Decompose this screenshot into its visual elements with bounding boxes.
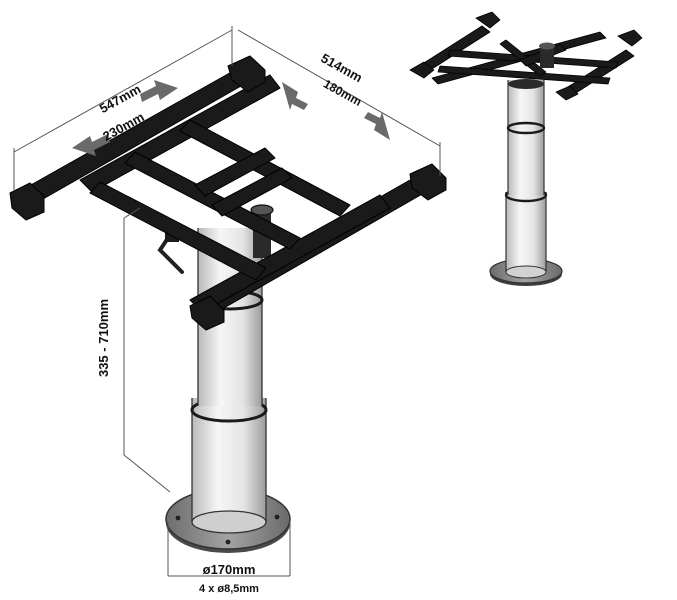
arrow-right-icon xyxy=(140,80,178,102)
mount-hole xyxy=(175,515,181,521)
mount-hole xyxy=(225,539,231,545)
swivel-frame xyxy=(9,55,447,331)
arrow-left-icon xyxy=(72,134,110,156)
arrow-up-left-icon xyxy=(282,82,308,110)
label-base-diameter: ø170mm xyxy=(203,562,256,577)
travel-arrows xyxy=(72,80,390,156)
dimension-lines xyxy=(13,26,441,577)
mount-hole xyxy=(274,514,280,520)
label-height-range: 335 - 710mm xyxy=(96,299,111,377)
lower-column xyxy=(190,397,268,534)
secondary-pedestal xyxy=(409,11,643,286)
main-pedestal: 547mm 230mm 514mm 180mm 335 - 710mm ø170… xyxy=(9,26,447,595)
arrow-down-right-icon xyxy=(364,112,390,140)
label-mount-holes: 4 x ø8,5mm xyxy=(199,583,259,595)
